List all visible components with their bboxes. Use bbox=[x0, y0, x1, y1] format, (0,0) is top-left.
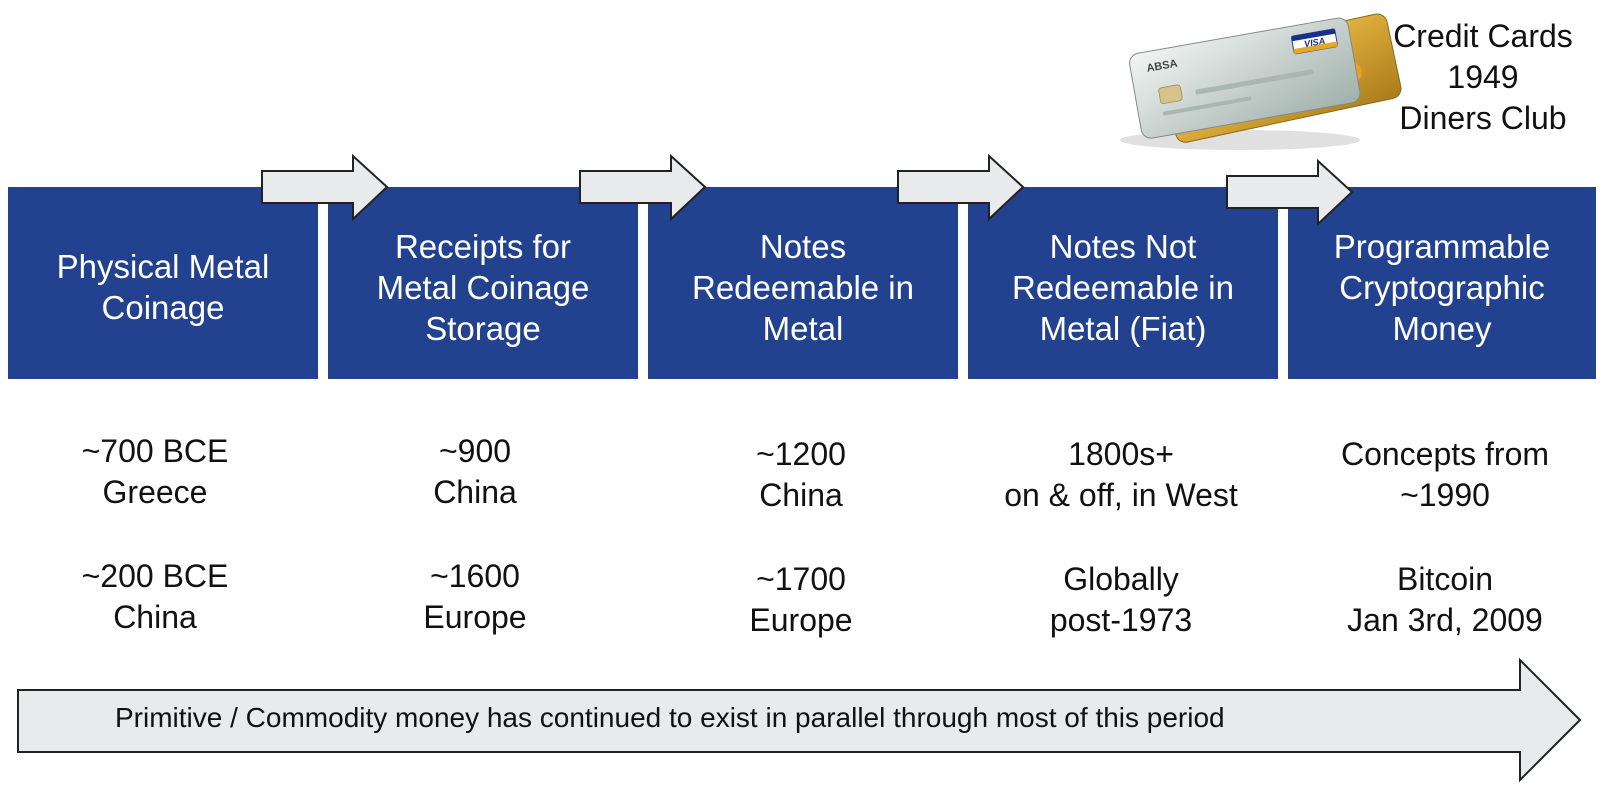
connector-arrow-4 bbox=[1226, 158, 1354, 227]
period-second-physical: ~200 BCE China bbox=[0, 556, 310, 638]
stage-label: Receipts for Metal Coinage Storage bbox=[376, 227, 590, 347]
connector-arrow-3 bbox=[897, 153, 1025, 222]
period-line: on & off, in West bbox=[1004, 477, 1238, 513]
stage-box-receipts: Receipts for Metal Coinage Storage bbox=[328, 187, 638, 379]
period-line: Bitcoin bbox=[1396, 561, 1494, 597]
period-line: ~1990 bbox=[1400, 477, 1490, 513]
period-line: 1800s+ bbox=[1068, 436, 1174, 472]
card-bank-text: ABSA bbox=[1146, 58, 1179, 75]
period-second-receipts: ~1600 Europe bbox=[320, 556, 630, 638]
period-line: ~200 BCE bbox=[81, 558, 229, 594]
period-first-fiat: 1800s+ on & off, in West bbox=[963, 434, 1279, 516]
credit-cards-caption: Credit Cards 1949 Diners Club bbox=[1372, 16, 1594, 139]
period-line: China bbox=[433, 474, 517, 510]
connector-arrow-1 bbox=[261, 153, 389, 222]
period-second-notes: ~1700 Europe bbox=[646, 559, 956, 641]
stage-label: Physical Metal Coinage bbox=[56, 248, 270, 326]
connector-arrow-2 bbox=[579, 153, 707, 222]
stage-label: Programmable Cryptographic Money bbox=[1333, 227, 1551, 347]
stage-label: Notes Not Redeemable in Metal (Fiat) bbox=[1012, 227, 1234, 347]
stage-box-notes-redeemable: Notes Redeemable in Metal bbox=[648, 187, 958, 379]
period-line: post-1973 bbox=[1049, 602, 1193, 638]
period-line: ~1700 bbox=[756, 561, 846, 597]
period-first-crypto: Concepts from ~1990 bbox=[1290, 434, 1600, 516]
period-line: Jan 3rd, 2009 bbox=[1347, 602, 1543, 638]
credit-cards-line: Diners Club bbox=[1399, 100, 1567, 136]
period-second-fiat: Globally post-1973 bbox=[966, 559, 1276, 641]
period-line: ~900 bbox=[438, 433, 512, 469]
period-line: ~700 BCE bbox=[81, 433, 229, 469]
bottom-long-arrow bbox=[17, 657, 1582, 783]
period-line: Greece bbox=[102, 474, 208, 510]
bottom-arrow-label: Primitive / Commodity money has continue… bbox=[115, 702, 1225, 733]
stage-box-cryptographic: Programmable Cryptographic Money bbox=[1288, 187, 1596, 379]
period-line: China bbox=[113, 599, 197, 635]
stage-box-fiat: Notes Not Redeemable in Metal (Fiat) bbox=[968, 187, 1278, 379]
credit-cards-line: 1949 bbox=[1447, 59, 1519, 95]
period-line: China bbox=[759, 477, 843, 513]
period-first-notes: ~1200 China bbox=[646, 434, 956, 516]
period-line: ~1200 bbox=[756, 436, 846, 472]
period-first-physical: ~700 BCE Greece bbox=[0, 431, 310, 513]
stage-box-physical-metal-coinage: Physical Metal Coinage bbox=[8, 187, 318, 379]
period-line: Europe bbox=[423, 599, 527, 635]
period-line: Concepts from bbox=[1340, 436, 1550, 472]
period-line: Globally bbox=[1063, 561, 1179, 597]
credit-cards-line: Credit Cards bbox=[1393, 18, 1573, 54]
period-line: Europe bbox=[749, 602, 853, 638]
period-second-crypto: Bitcoin Jan 3rd, 2009 bbox=[1290, 559, 1600, 641]
credit-card-image: ABSA VISA bbox=[1120, 13, 1402, 150]
card-visa-text: VISA bbox=[1303, 36, 1325, 49]
period-first-receipts: ~900 China bbox=[320, 431, 630, 513]
stage-label: Notes Redeemable in Metal bbox=[692, 227, 914, 347]
period-line: ~1600 bbox=[430, 558, 520, 594]
